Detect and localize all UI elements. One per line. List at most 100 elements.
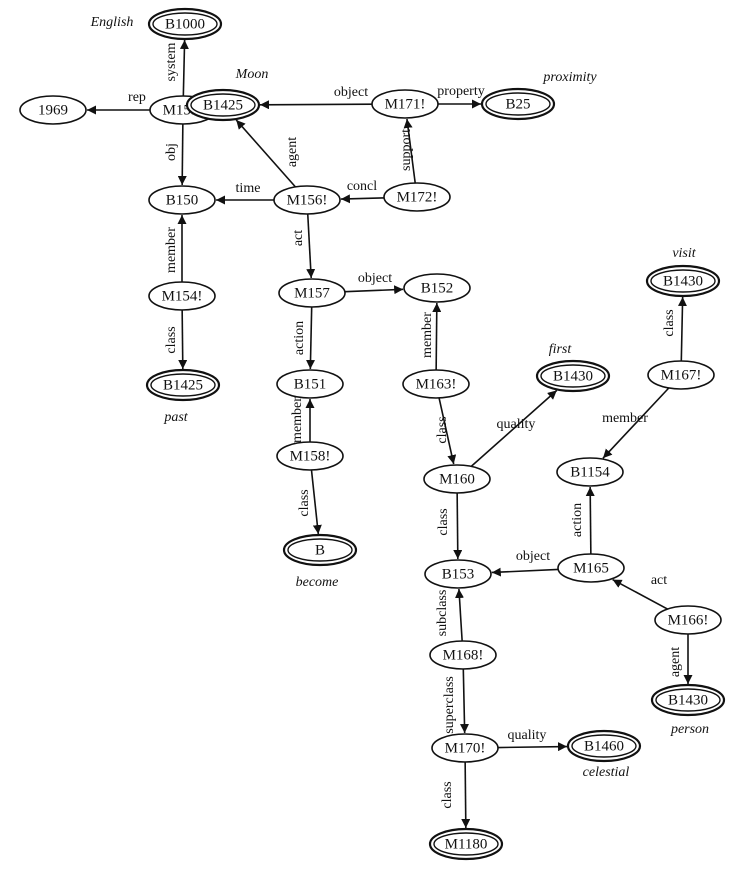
edge-obj: obj	[164, 123, 187, 186]
edge-action: action	[570, 486, 595, 555]
node-m163: M163!	[402, 369, 470, 399]
edge-quality: quality	[470, 389, 558, 467]
node-m172: M172!	[383, 182, 451, 212]
edge-arrow	[259, 100, 373, 110]
node-ellipse	[647, 360, 715, 390]
node-inner-ellipse	[150, 373, 216, 397]
edge-class: class	[435, 397, 457, 465]
edge-label: class	[440, 781, 455, 808]
node-label: M158!	[290, 448, 331, 464]
node-inner-ellipse	[655, 688, 721, 712]
node-ellipse	[424, 559, 492, 589]
node-m165: M165	[557, 553, 625, 583]
edge-object: object	[259, 85, 373, 110]
node-label: B152	[421, 280, 454, 296]
node-ellipse	[423, 464, 491, 494]
node-ellipse	[535, 359, 611, 393]
edge-member: member	[164, 215, 187, 282]
edge-label: class	[164, 326, 179, 353]
edge-act: act	[291, 213, 316, 279]
edge-arrow	[432, 302, 442, 371]
node-b151: B151	[276, 369, 344, 399]
edge-label: act	[651, 573, 667, 588]
node-label: B150	[166, 192, 199, 208]
edge-action: action	[292, 306, 316, 370]
edge-act: act	[612, 573, 668, 610]
edge-label: class	[297, 489, 312, 516]
edge-agent: agent	[235, 119, 300, 188]
edge-label: class	[436, 508, 451, 535]
node-inner-ellipse	[152, 12, 218, 36]
node-b153: B153	[424, 559, 492, 589]
edge-label: agent	[285, 137, 300, 167]
node-m158: M158!	[276, 441, 344, 471]
node-m154: M154!	[148, 281, 216, 311]
node-b150: B150	[148, 185, 216, 215]
edge-arrow	[497, 742, 568, 752]
edge-superclass: superclass	[442, 668, 469, 734]
edge-arrow	[454, 588, 464, 642]
edge-arrow	[403, 118, 416, 184]
node-m167: M167!	[647, 360, 715, 390]
node-label: B1430	[553, 368, 593, 384]
edge-rep: rep	[87, 90, 150, 115]
node-m157: M157	[278, 278, 346, 308]
edge-label: object	[516, 549, 550, 564]
node-label: M170!	[445, 740, 486, 756]
node-label: M166!	[668, 612, 709, 628]
edge-label: system	[164, 42, 179, 81]
edge-object: object	[344, 271, 404, 295]
node-label: B1000	[165, 16, 205, 32]
node-ellipse	[480, 87, 556, 121]
node-label: B153	[442, 566, 475, 582]
node-ellipse	[145, 368, 221, 402]
node-inner-ellipse	[540, 364, 606, 388]
node-label: B1425	[203, 97, 243, 113]
edge-label: member	[420, 312, 435, 358]
edge-class: class	[297, 469, 322, 535]
edge-property: property	[437, 84, 485, 109]
node-label: M1180	[445, 836, 488, 852]
node-label: B25	[505, 96, 530, 112]
node-label: B	[315, 542, 325, 558]
node-ellipse	[402, 369, 470, 399]
node-inner-ellipse	[190, 93, 256, 117]
node-ellipse	[273, 185, 341, 215]
edge-label: act	[291, 230, 306, 246]
edge-label: member	[164, 227, 179, 273]
node-ellipse	[431, 733, 499, 763]
node-ellipse	[19, 95, 87, 125]
edge-label: member	[290, 397, 305, 443]
edge-concl: concl	[340, 179, 385, 204]
edge-support: support	[399, 118, 416, 184]
node-ellipse	[556, 457, 624, 487]
node-label: B151	[294, 376, 327, 392]
lex-label: become	[296, 575, 339, 590]
edge-label: quality	[497, 417, 536, 432]
edge-arrow	[179, 39, 189, 97]
edge-arrow	[235, 119, 297, 188]
node-b152: B152	[403, 273, 471, 303]
node-label: B1430	[668, 692, 708, 708]
node-inner-ellipse	[287, 538, 353, 562]
node-label: M157	[294, 285, 330, 301]
node-label: M160	[439, 471, 475, 487]
edge-arrow	[340, 194, 385, 204]
node-ellipse	[403, 273, 471, 303]
edge-quality: quality	[497, 728, 568, 752]
edge-arrow	[306, 213, 316, 279]
edge-time: time	[216, 181, 274, 205]
edge-arrow	[602, 387, 670, 459]
node-m168: M168!	[429, 640, 497, 670]
node-inner-ellipse	[571, 734, 637, 758]
edge-arrow	[470, 389, 558, 467]
edge-label: action	[292, 321, 307, 355]
node-inner-ellipse	[433, 832, 499, 856]
node-ellipse	[148, 185, 216, 215]
node-m1180: M1180	[428, 827, 504, 861]
